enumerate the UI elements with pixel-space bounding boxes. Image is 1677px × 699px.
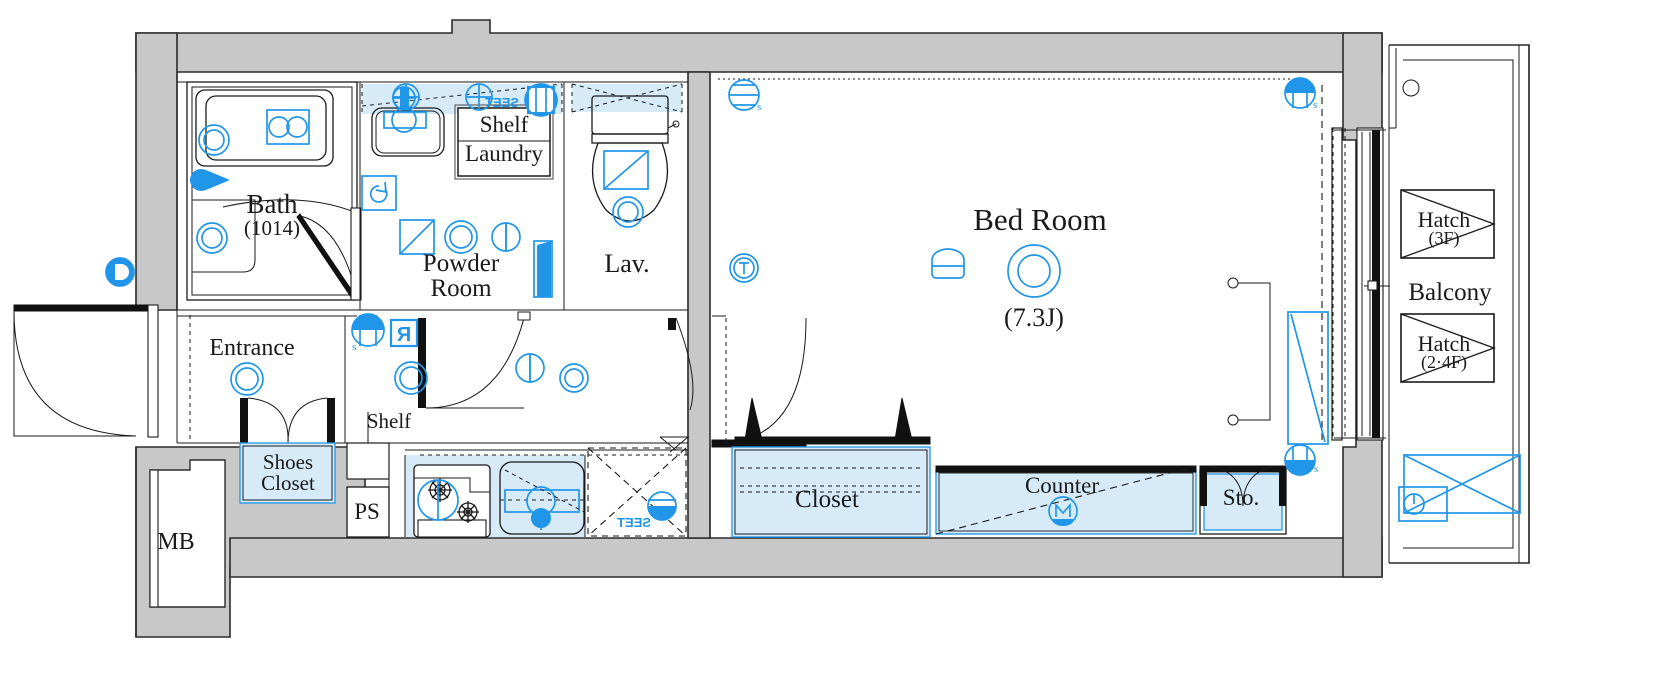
bath-room — [186, 81, 362, 301]
lavatory — [571, 83, 683, 228]
symbol-switch-1 — [351, 313, 385, 347]
switch-sub-s: s — [1313, 99, 1317, 111]
annotation-shelf-laundry: Shelf — [479, 112, 529, 137]
curtain-rail — [1227, 277, 1271, 426]
lav-door — [668, 317, 694, 411]
seet-mark: SEET — [617, 515, 651, 530]
room-label-entrance: Entrance — [209, 335, 295, 361]
kitchen — [388, 436, 690, 538]
symbol-switch-r: R — [389, 318, 419, 348]
air-conditioner — [931, 248, 965, 279]
annotation-shelf-hall: Shelf — [366, 409, 412, 433]
room-label-powder-room: Powder — [422, 250, 500, 277]
symbol-switch-3 — [1284, 77, 1316, 109]
room-sublabel-bed-room: (7.3J) — [1004, 303, 1064, 332]
pipe-shaft-box — [346, 486, 390, 538]
closet-doors — [731, 397, 931, 538]
symbol-switch-2 — [728, 79, 760, 111]
symbol-tv-outlet — [729, 253, 759, 283]
entrance-door — [13, 304, 159, 438]
room-label-shoes-closet: Shoes — [262, 450, 314, 474]
annotation-hatch-24f: Hatch — [1417, 331, 1471, 356]
seet-mark: SEET — [485, 95, 519, 110]
symbol-intercom — [105, 257, 135, 287]
window-pane-bedroom — [1287, 311, 1329, 445]
ac-outdoor-unit — [1398, 454, 1521, 522]
symbol-switch-5 — [647, 491, 677, 521]
room-label-closet: Closet — [795, 486, 859, 513]
hatch-24f-box — [1400, 313, 1496, 383]
powder-room-door — [418, 311, 531, 409]
room-label-balcony: Balcony — [1408, 279, 1492, 306]
gas-stove — [413, 464, 491, 538]
room-sublabel-powder-room: Room — [430, 275, 492, 302]
bath-mixer-tap — [190, 169, 230, 191]
washing-machine — [454, 104, 554, 180]
annotation-hatch-3f: Hatch — [1417, 207, 1471, 232]
hatch-3f-box — [1400, 189, 1496, 259]
room-sublabel-shoes-closet: Closet — [261, 471, 315, 495]
vent-icon — [361, 175, 397, 211]
annotation-hatch-3f-sub: (3F) — [1428, 228, 1460, 248]
room-label-counter: Counter — [1024, 473, 1100, 498]
room-label-pipe-shaft: PS — [354, 499, 380, 524]
symbol-meter-outlet — [1048, 496, 1078, 526]
washer-outlet — [524, 83, 558, 117]
switch-sub-s: s — [1314, 463, 1318, 475]
room-sublabel-bath: (1014) — [244, 216, 300, 240]
room-label-storage: Sto. — [1222, 485, 1260, 510]
refrigerator-space — [587, 436, 690, 537]
switch-sub-s: s — [757, 101, 761, 113]
switch-sub-s: s — [352, 341, 356, 353]
svg-text:R: R — [396, 324, 411, 346]
room-label-bath: Bath — [246, 189, 298, 219]
faucet-icon — [383, 86, 427, 133]
balcony-sliding-door — [1331, 127, 1390, 441]
powder-fixture-icons — [399, 219, 521, 255]
room-label-lavatory: Lav. — [604, 249, 650, 278]
room-label-meter-box: MB — [157, 529, 195, 555]
shoes-closet-doors — [239, 397, 336, 504]
annotation-laundry: Laundry — [465, 141, 543, 166]
symbol-switch-4 — [1284, 444, 1316, 476]
storage-closet — [1199, 465, 1287, 535]
room-label-bed-room: Bed Room — [973, 202, 1107, 237]
annotation-hatch-24f-sub: (2·4F) — [1421, 352, 1467, 372]
kitchen-sink — [499, 461, 585, 535]
